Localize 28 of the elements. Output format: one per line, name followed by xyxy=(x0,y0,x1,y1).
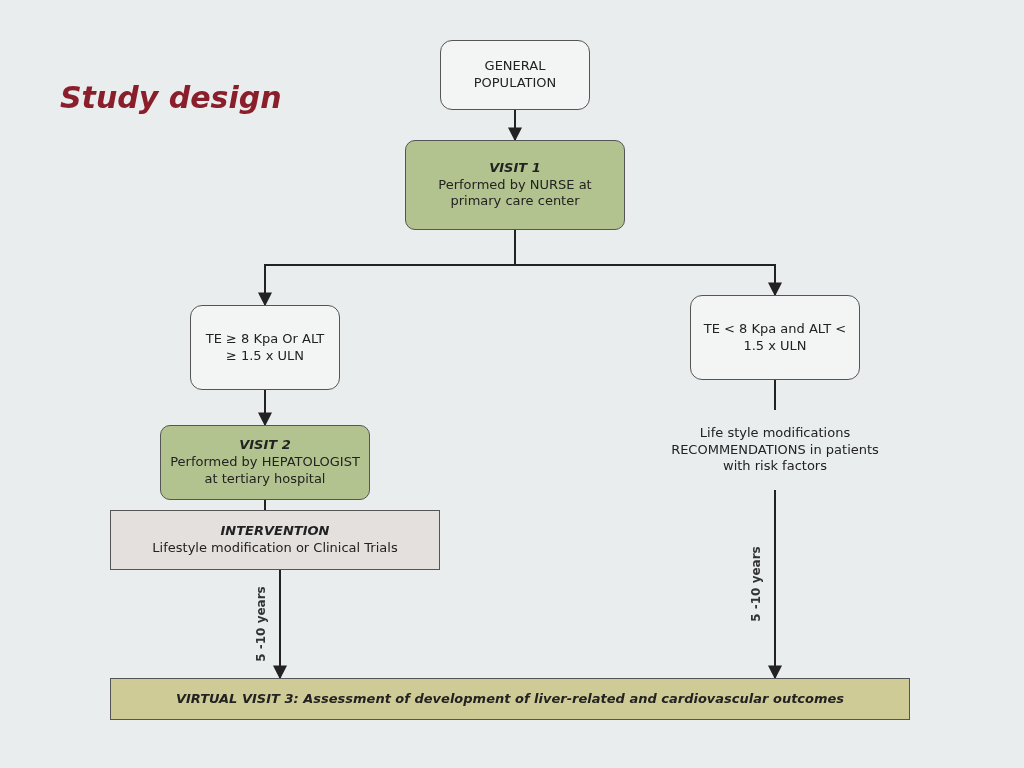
node-text: TE ≥ 8 Kpa Or ALT ≥ 1.5 x ULN xyxy=(204,330,326,365)
arrow xyxy=(273,569,287,680)
outcome-box xyxy=(110,678,910,720)
arrow xyxy=(768,489,782,680)
node-text: GENERAL POPULATION xyxy=(472,58,558,92)
process-box xyxy=(110,510,440,570)
arrow xyxy=(508,109,522,142)
box-heading: VISIT 1 xyxy=(489,159,541,177)
arrow xyxy=(258,389,272,427)
box-heading: VISIT 2 xyxy=(239,437,291,455)
node-text: VIRTUAL VISIT 3: Assessment of development of liver-related and cardiovascular outcomes xyxy=(175,690,845,708)
edge-label: 5 -10 years xyxy=(253,586,268,662)
decision-box xyxy=(690,295,860,380)
connector-line xyxy=(774,379,776,411)
connector-line xyxy=(264,499,266,511)
node-text: TE < 8 Kpa and ALT < 1.5 x ULN xyxy=(702,320,848,355)
process-box xyxy=(405,140,625,230)
decision-box xyxy=(190,305,340,390)
box-text: Lifestyle modification or Clinical Trials xyxy=(152,540,398,557)
slide-title: Study design xyxy=(60,80,282,115)
box-text: Performed by NURSE at primary care center xyxy=(437,176,593,211)
process-box xyxy=(440,40,590,110)
process-box xyxy=(160,425,370,500)
box-text: Performed by HEPATOLOGIST at tertiary hospital xyxy=(169,454,361,488)
node-text: Life style modifications RECOMMENDATIONS in patients with risk factors xyxy=(670,424,880,476)
box-heading: INTERVENTION xyxy=(220,523,330,540)
edge-label: 5 -10 years xyxy=(748,546,763,622)
arrow xyxy=(514,229,782,297)
